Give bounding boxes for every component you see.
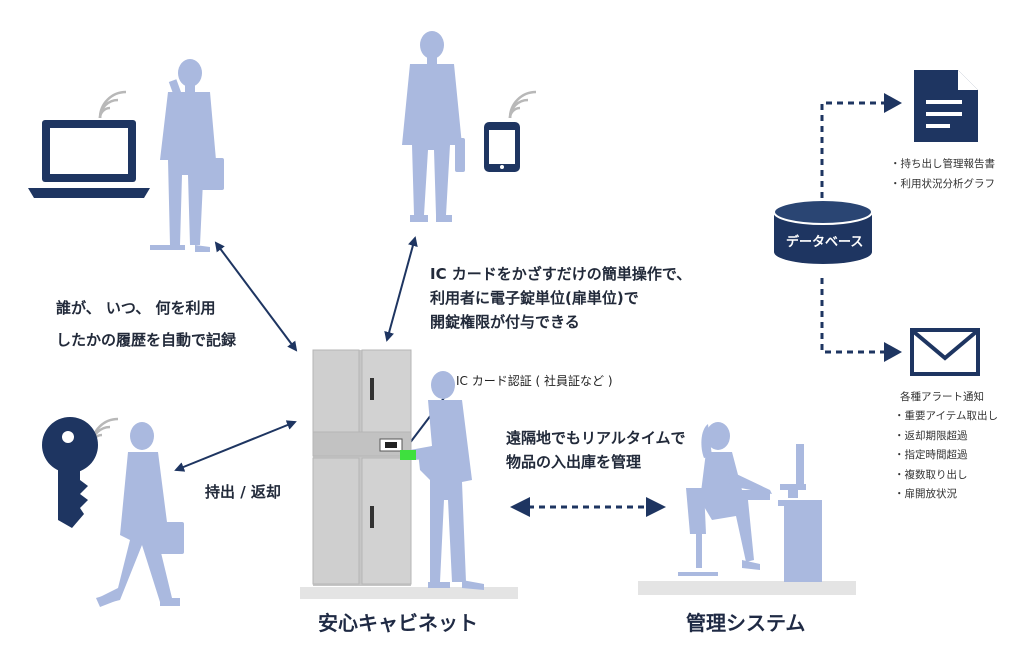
key-icon — [42, 417, 98, 528]
report-item: 利用状況分析グラフ — [890, 175, 996, 195]
database-icon — [773, 199, 873, 264]
sync-arrow — [510, 497, 666, 517]
ic-card-note-line3: 開錠権限が付与できる — [430, 313, 580, 331]
cabinet — [312, 349, 412, 586]
person-on-phone — [150, 59, 224, 252]
remote-note-line2: 物品の入出庫を管理 — [506, 453, 642, 471]
alert-item: 扉開放状況 — [894, 485, 998, 505]
remote-note-line1: 遠隔地でもリアルタイムで — [506, 429, 686, 447]
system-floor — [638, 581, 856, 595]
laptop-icon — [28, 120, 150, 198]
cabinet-caption: 安心キャビネット — [318, 611, 478, 635]
alert-item: 返却期限超過 — [894, 427, 998, 447]
database-label: データベース — [786, 235, 864, 250]
ic-auth-label: IC カード認証 ( 社員証など ) — [456, 374, 613, 388]
person-walking — [96, 422, 184, 607]
system-caption: 管理システム — [686, 611, 806, 635]
checkout-label: 持出 / 返却 — [205, 483, 281, 501]
ic-card-note-line2: 利用者に電子錠単位(扉単位)で — [430, 289, 639, 307]
person-standing — [402, 31, 465, 222]
mail-icon — [910, 328, 980, 376]
cabinet-floor — [300, 587, 518, 599]
database-connectors — [820, 101, 884, 354]
document-icon — [914, 70, 978, 142]
person-at-cabinet — [410, 371, 484, 590]
history-note: 誰が、 いつ、 何を利用 したかの履歴を自動で記録 — [56, 296, 236, 352]
alert-item: 重要アイテム取出し — [894, 407, 998, 427]
history-note-line1: 誰が、 いつ、 何を利用 — [56, 299, 216, 317]
remote-note: 遠隔地でもリアルタイムで 物品の入出庫を管理 — [506, 426, 686, 474]
history-note-line2: したかの履歴を自動で記録 — [56, 331, 237, 349]
alert-item: 複数取り出し — [894, 466, 998, 486]
smartphone-icon — [484, 122, 520, 172]
ic-card — [400, 450, 416, 460]
seated-person — [678, 422, 822, 582]
report-list: 持ち出し管理報告書 利用状況分析グラフ — [890, 155, 996, 195]
alert-item: 指定時間超過 — [894, 446, 998, 466]
ic-card-note-line1: IC カードをかざすだけの簡単操作で、 — [430, 265, 692, 283]
report-item: 持ち出し管理報告書 — [890, 155, 996, 175]
alert-list: 重要アイテム取出し 返却期限超過 指定時間超過 複数取り出し 扉開放状況 — [894, 407, 998, 505]
alert-heading: 各種アラート通知 — [900, 391, 984, 403]
ic-card-note: IC カードをかざすだけの簡単操作で、 利用者に電子錠単位(扉単位)で 開錠権限… — [430, 262, 691, 334]
